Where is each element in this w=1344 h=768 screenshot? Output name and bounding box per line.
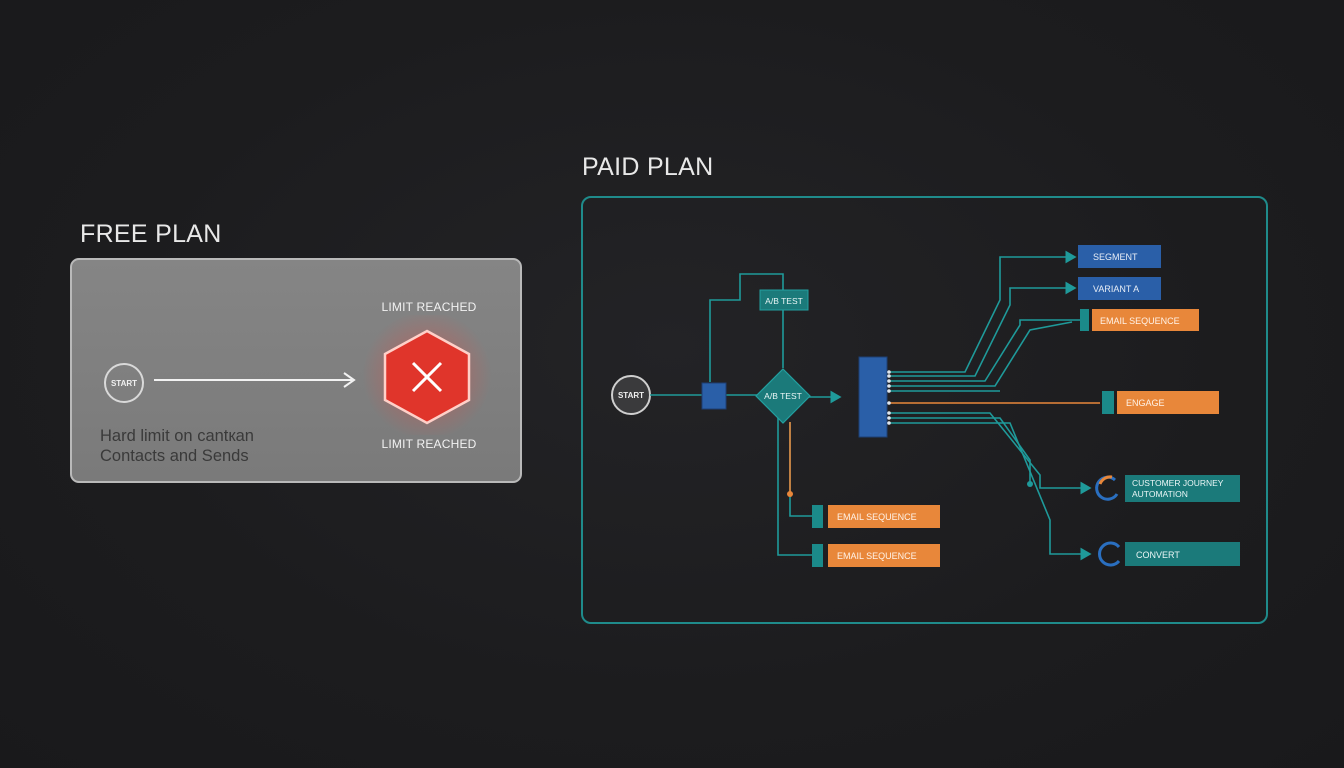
paid-start-label: START: [618, 391, 644, 400]
hard-limit-line-1: Hard limit on cantкan: [100, 427, 254, 445]
paid-plan-title: PAID PLAN: [582, 153, 714, 181]
variant-a-node: VARIANT A: [1078, 277, 1161, 300]
email-sequence-top-label: EMAIL SEQUENCE: [1100, 316, 1180, 326]
email-sequence-1-label: EMAIL SEQUENCE: [837, 512, 917, 522]
limit-reached-bottom-label: LIMIT REACHED: [381, 437, 477, 451]
email-sequence-node-1: EMAIL SEQUENCE: [812, 505, 940, 528]
cycle-icon: [1098, 541, 1121, 567]
ab-test-diamond-label: A/B TEST: [764, 391, 802, 401]
convert-node: CONVERT: [1098, 541, 1240, 567]
hard-limit-caption: Hard limit on cantкan Contacts and Sends: [100, 426, 254, 466]
variant-a-label: VARIANT A: [1093, 284, 1139, 294]
segment-node: SEGMENT: [1078, 245, 1161, 268]
journey-automation-node: CUSTOMER JOURNEY AUTOMATION: [1095, 475, 1240, 502]
email-sequence-node-2: EMAIL SEQUENCE: [812, 544, 940, 567]
ab-test-diamond: A/B TEST: [755, 368, 811, 424]
email-sequence-2-label: EMAIL SEQUENCE: [837, 551, 917, 561]
free-plan-panel: START LIMIT REACHED LIMIT REACHED Hard l…: [70, 258, 522, 483]
engage-label: ENGAGE: [1126, 398, 1165, 408]
engage-node: ENGAGE: [1102, 391, 1219, 414]
journey-line-2: AUTOMATION: [1132, 489, 1188, 499]
free-plan-title: FREE PLAN: [80, 220, 222, 248]
refresh-icon: [1095, 475, 1119, 501]
paid-plan-panel: [581, 196, 1268, 624]
email-sequence-top-node: EMAIL SEQUENCE: [1080, 309, 1199, 331]
ab-test-box: A/B TEST: [759, 289, 809, 311]
paid-start-node: START: [611, 375, 651, 415]
free-flow-arrow: [154, 372, 356, 388]
connector-dot: [1027, 481, 1033, 487]
blue-step-node: [701, 382, 727, 410]
segment-label: SEGMENT: [1093, 252, 1138, 262]
hard-limit-line-2: Contacts and Sends: [100, 447, 249, 465]
collector-node: [858, 356, 888, 438]
limit-reached-top-label: LIMIT REACHED: [381, 300, 477, 314]
orange-connector-dot: [787, 491, 793, 497]
convert-label: CONVERT: [1136, 550, 1180, 560]
journey-line-1: CUSTOMER JOURNEY: [1132, 478, 1224, 488]
collector-ports: [887, 370, 891, 425]
free-start-node: START: [104, 363, 144, 403]
ab-test-box-label: A/B TEST: [765, 296, 803, 306]
limit-reached-x-icon: [383, 329, 471, 425]
